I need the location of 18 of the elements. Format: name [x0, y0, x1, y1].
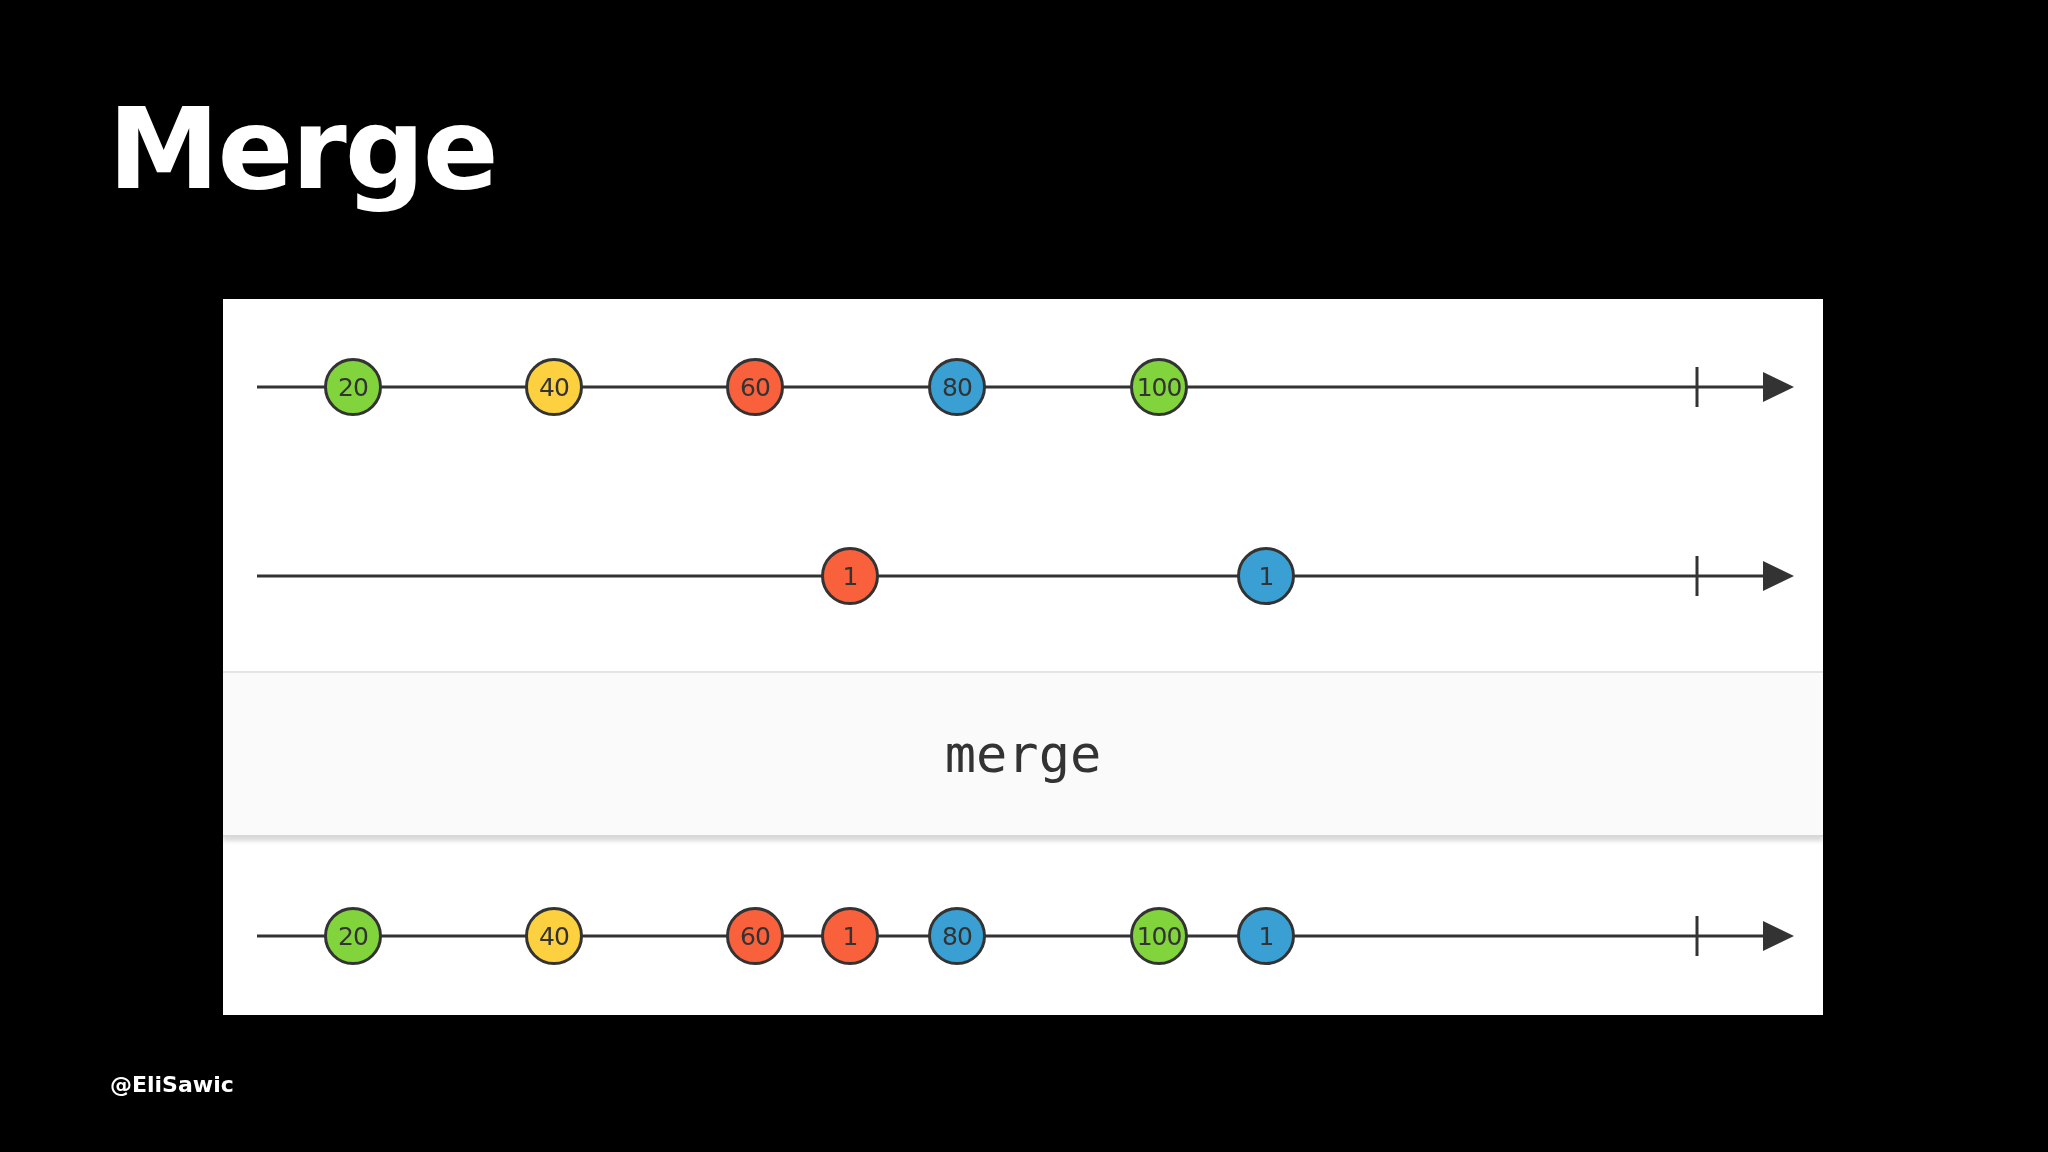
marble: 20	[324, 358, 382, 416]
marble: 80	[928, 907, 986, 965]
marble: 20	[324, 907, 382, 965]
marble: 1	[1237, 907, 1295, 965]
marble: 100	[1130, 358, 1188, 416]
marble: 1	[821, 547, 879, 605]
marble: 40	[525, 907, 583, 965]
marble: 100	[1130, 907, 1188, 965]
marble: 60	[726, 907, 784, 965]
slide-title: Merge	[108, 88, 497, 212]
marble: 1	[821, 907, 879, 965]
operator-name: merge	[944, 724, 1102, 784]
marble: 80	[928, 358, 986, 416]
marble: 1	[1237, 547, 1295, 605]
marble: 60	[726, 358, 784, 416]
operator-band	[223, 671, 1823, 837]
author-handle: @EliSawic	[110, 1072, 234, 1097]
marble: 40	[525, 358, 583, 416]
